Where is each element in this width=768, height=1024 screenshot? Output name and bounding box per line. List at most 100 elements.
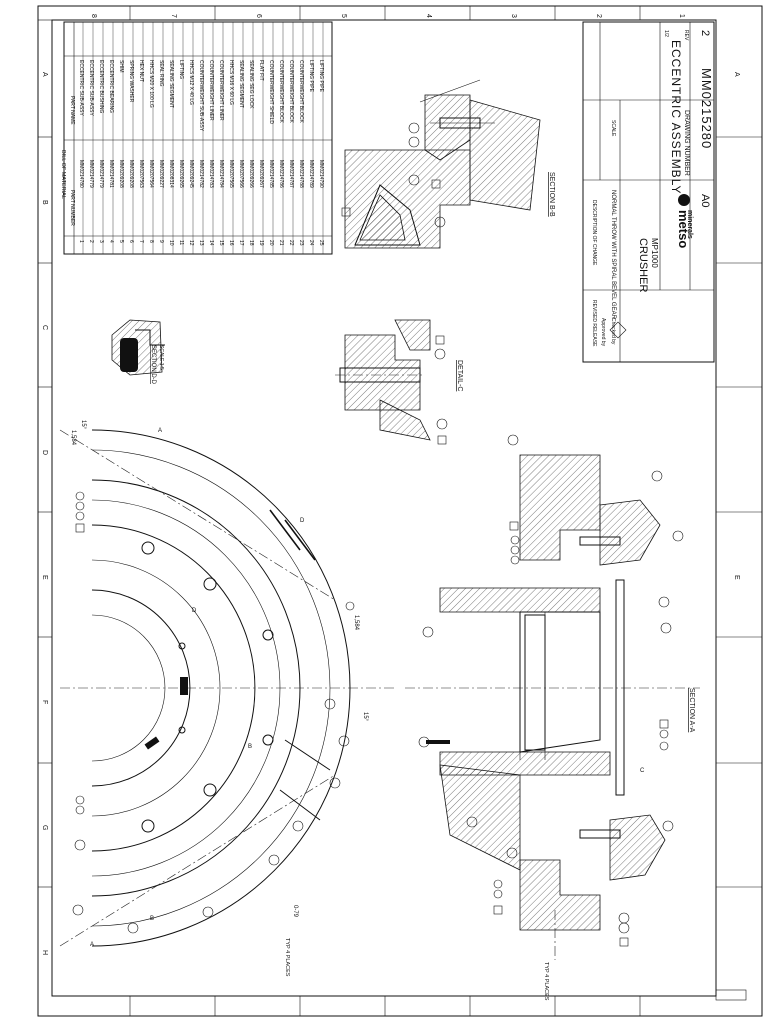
bom-item-number: 8 <box>148 240 154 243</box>
bevel-gear-upper <box>599 499 661 566</box>
company-logo-icon <box>678 194 690 206</box>
bom-part-name: HHCS M20 X 100 LG <box>148 60 154 108</box>
keyway-slot-a <box>180 677 188 695</box>
bom-part-number: MM0214785 <box>268 160 274 188</box>
bom-part-name: SEALING SEG LOCK <box>248 60 254 109</box>
description-of-change: DESCRIPTION OF CHANGE <box>591 200 597 266</box>
section-a-balloons <box>418 434 684 947</box>
bom-part-name: FLAT FIT <box>258 60 264 81</box>
bom-part-number: MM0214780 <box>78 160 84 188</box>
bom-col-part-name: PART NAME <box>69 96 75 125</box>
bom-item-number: 17 <box>238 240 244 246</box>
bom-part-number: MM0207566 <box>238 160 244 188</box>
bom-part-name: COUNTERWEIGHT BLOCK <box>278 60 284 124</box>
bom-part-number: MM0214789 <box>308 160 314 188</box>
bom-part-name: LIFTING <box>178 60 184 79</box>
zone-letter-e: E <box>41 575 48 580</box>
bom-item-number: 3 <box>98 240 104 243</box>
bom-item-number: 2 <box>88 240 94 243</box>
zone-number-3: 3 <box>510 14 517 18</box>
corner-stamp <box>715 989 747 1001</box>
bom-col-part-number: PART NUMBER <box>69 190 75 226</box>
bom-part-name: HHCS M16 X 60 LG <box>228 60 234 105</box>
sheet-count: 1/2 <box>663 30 669 37</box>
bom-part-number: MM0214786 <box>278 160 284 188</box>
bom-part-name: SPRING WASHER <box>128 60 134 103</box>
bom-part-name: COUNTERWEIGHT SHIELD <box>268 60 274 124</box>
title-block: REVISED RELEASE DESCRIPTION OF CHANGE Ch… <box>582 21 715 363</box>
bom-item-number: 21 <box>278 240 284 246</box>
bom-part-number: MM0207564 <box>148 160 154 188</box>
cut-label-d-inner: D <box>192 608 197 614</box>
bom-part-number: MM0214784 <box>218 160 224 188</box>
zone-letter-f: F <box>41 700 48 704</box>
bom-part-number: MM0209227 <box>158 160 164 188</box>
bom-item-number: 19 <box>258 240 264 246</box>
bom-part-name: SEALING SEGMENT <box>238 60 244 108</box>
section-b-title: SECTION B-B <box>548 172 555 217</box>
bom-part-number: MM0207565 <box>228 160 234 188</box>
bom-item-number: 9 <box>158 240 164 243</box>
bom-item-number: 15 <box>218 240 224 246</box>
plan-dim-b: 1,584 <box>353 615 359 631</box>
approved-by-label: Approved by <box>600 318 606 347</box>
seal-ring-shape <box>120 338 138 372</box>
zone-letter-c: C <box>41 325 48 330</box>
sheet-size: A0 <box>699 194 711 207</box>
zone-letter-d: D <box>41 450 48 455</box>
bom-item-number: 24 <box>308 240 314 246</box>
section-a-note-typ: TYP 4 PLACES <box>543 962 549 1001</box>
counterweight-lower <box>519 859 601 931</box>
drawing-description: NORMAL THROW WITH SPIRAL BEVEL GEAR <box>610 190 616 320</box>
plan-angle-b: 15° <box>80 420 86 430</box>
bom-part-number: MM0209266 <box>248 160 254 188</box>
zone-letter-a: A <box>41 72 48 77</box>
plan-angle-a: 15° <box>362 712 368 722</box>
detail-c-title: DETAIL-C <box>456 360 463 391</box>
bom-item-number: 22 <box>288 240 294 246</box>
bom-part-number: MM0209245 <box>188 160 194 188</box>
bom-part-number: MM0207563 <box>138 160 144 188</box>
drawing-number: MM0215280 <box>699 68 714 149</box>
zone-letter-h: H <box>41 950 48 955</box>
plan-holes <box>141 541 274 833</box>
bom-item-number: 7 <box>138 240 144 243</box>
bom-item-number: 13 <box>198 240 204 246</box>
cut-label-d: D <box>300 518 305 524</box>
bom-part-number: MM0214783 <box>208 160 214 188</box>
cut-label-b-bottom: B <box>150 916 154 922</box>
bom-item-number: 12 <box>188 240 194 246</box>
bom-part-name: COUNTERWEIGHT LINER <box>208 60 214 121</box>
bom-part-name: COUNTERWEIGHT BLOCK <box>288 60 294 124</box>
rev-label: REV <box>683 30 689 41</box>
zone-number-7: 7 <box>170 14 177 18</box>
plan-dim-a: 1,584 <box>70 430 76 446</box>
zone-number-8: 8 <box>90 14 97 18</box>
counterweight-upper <box>519 454 601 561</box>
detail-c-view: DETAIL-C <box>335 319 463 445</box>
bom-part-name: SHIM <box>118 60 124 73</box>
cut-label-b: B <box>248 744 252 750</box>
eccentric-top-band <box>439 587 601 613</box>
product-model: MP1000 <box>650 238 659 268</box>
section-a-view: SECTION A-A TYP 4 PLACES C <box>405 434 700 1001</box>
zone-letter-b: B <box>41 200 48 205</box>
bom-item-number: 14 <box>208 240 214 246</box>
revision-number: 2 <box>699 30 711 36</box>
section-a-title: SECTION A-A <box>688 688 695 733</box>
zone-letter-e-right: E <box>733 575 740 580</box>
bom-heading: BILL OF MATERIAL <box>60 150 66 199</box>
scale-label: SCALE <box>610 120 616 137</box>
lifting-pipe <box>615 579 625 796</box>
bom-part-number: MM0209208 <box>118 160 124 188</box>
keyway-slot-b <box>144 736 160 750</box>
bom-part-number: MM0214782 <box>198 160 204 188</box>
bom-part-name: LIFTING PIPE <box>308 60 314 93</box>
bom-item-number: 1 <box>78 240 84 243</box>
zone-number-4: 4 <box>425 14 432 18</box>
bom-part-number: MM0209267 <box>258 160 264 188</box>
bom-item-number: 18 <box>248 240 254 246</box>
bom-item-number: 16 <box>228 240 234 246</box>
company-logo-text: metso <box>676 210 691 248</box>
